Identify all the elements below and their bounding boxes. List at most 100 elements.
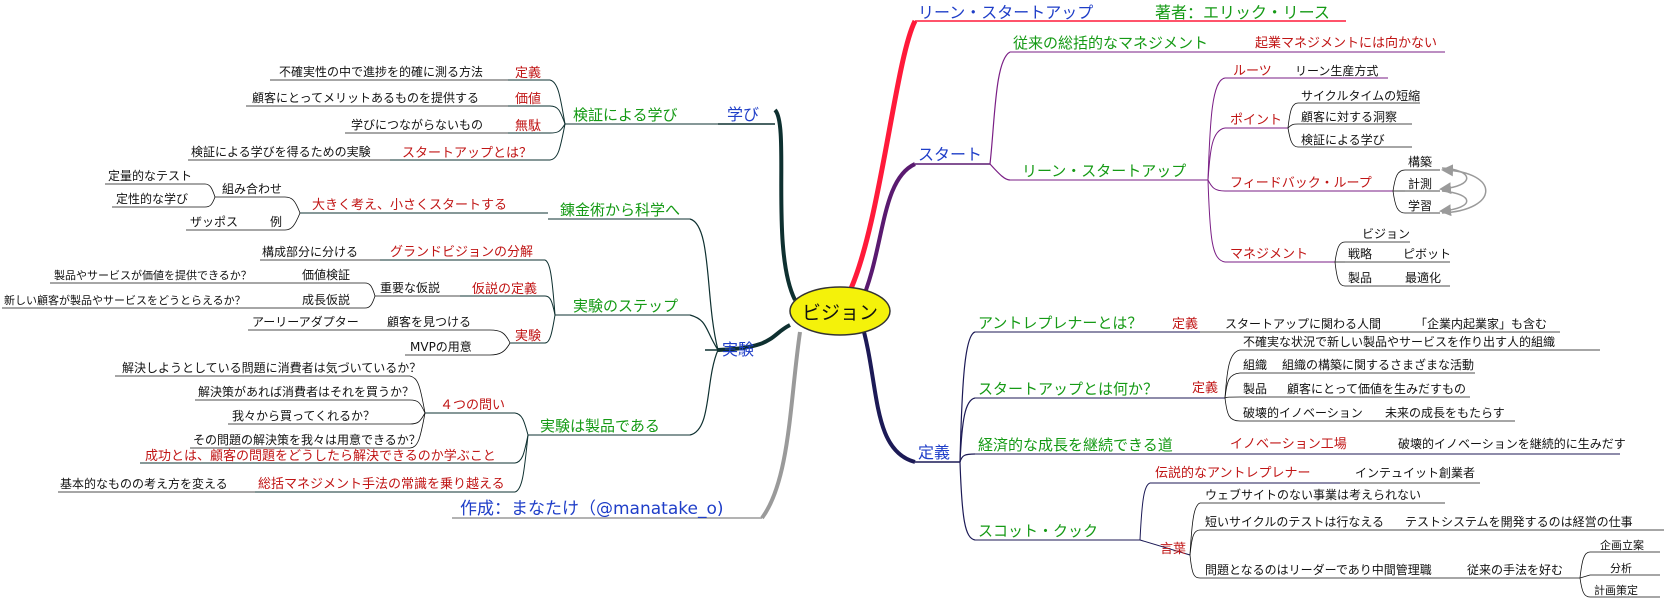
branch-experiment: 実験 錬金術から科学へ 大きく考え、小さくスタートする 組み合わせ 定量的なテス… [2,168,754,493]
entrepreneur-def: 定義 [1172,316,1198,332]
steps-value-h: 価値検証 [302,267,350,282]
management-vision: ビジョン [1362,227,1410,241]
lean-label[interactable]: リーン・スタートアップ [1022,162,1186,180]
steps-hypothesis: 仮説の定義 [472,281,537,297]
cook-quote: 言葉 [1160,542,1186,557]
growth-label[interactable]: 経済的な成長を継続できる道 [978,436,1173,454]
steps-important: 重要な仮説 [380,280,440,295]
product-label[interactable]: 実験は製品である [540,417,660,435]
steps-growth-h: 成長仮説 [302,292,350,307]
product-basic: 基本的なものの考え方を変える [60,476,228,491]
point-item: 検証による学び [1301,132,1385,147]
alchemy-think: 大きく考え、小さくスタートする [312,198,507,213]
branch-definition: 定義 アントレプレナーとは？ 定義 スタートアップに関わる人間 「企業内起業家」… [915,314,1664,598]
steps-exp: 実験 [515,328,541,344]
steps-growth-q: 新しい顧客が製品やサービスをどうとらえるか？ [4,293,246,307]
feedback-item: 学習 [1408,198,1432,213]
product-q: 解決策があれば消費者はそれを買うか？ [198,384,414,399]
management-strategy: 戦略 [1348,246,1372,261]
management-pivot: ピボット [1403,247,1451,261]
cook-legend-text: インテュイット創業者 [1355,466,1475,480]
management-optimize: 最適化 [1405,270,1441,285]
trunks [717,19,918,520]
product-q: その問題の解決策を我々は用意できるか？ [193,432,421,447]
startup-org: 組織 [1243,358,1267,372]
management-product: 製品 [1348,271,1372,285]
point-item: サイクルタイムの短縮 [1301,88,1420,103]
alchemy-quant: 定量的なテスト [108,168,192,183]
growth-text: 破壊的イノベーションを継続的に生みだす [1398,436,1626,451]
cook-item: 分析 [1610,561,1632,575]
point-label[interactable]: ポイント [1230,113,1282,128]
cook-quote-1: ウェブサイトのない事業は考えられない [1205,487,1421,502]
product-q: 我々から買ってくれるか？ [232,409,375,423]
center-node[interactable]: ビジョン [789,286,891,336]
steps-find: 顧客を見つける [387,314,471,329]
validated-text: 検証による学びを得るための実験 [191,144,371,159]
cook-quote-2: 短いサイクルのテストは行なえる [1205,515,1384,529]
steps-early: アーリーアダプター [252,314,359,329]
experiment-label[interactable]: 実験 [722,340,754,359]
product-success: 成功とは、顧客の問題をどうしたら解決できるのか学ぶこと [145,448,496,464]
cook-quote-3b: 従来の手法を好む [1467,563,1563,577]
feedback-item: 計測 [1408,176,1432,191]
alchemy-combine: 組み合わせ [222,181,282,196]
roots-item: リーン生産方式 [1295,63,1378,78]
steps-grand: グランドビジョンの分解 [390,245,533,260]
cook-quote-2b: テストシステムを開発するのは経営の仕事 [1405,515,1633,529]
roots-label[interactable]: ルーツ [1233,64,1272,79]
traditional-note: 起業マネジメントには向かない [1255,35,1437,51]
entrepreneur-label[interactable]: アントレプレナーとは？ [978,314,1142,332]
branch-start: スタート 従来の総括的なマネジメント 起業マネジメントには向かない リーン・スタ… [915,34,1487,287]
validated-label[interactable]: 検証による学び [573,106,678,124]
startup-text: 不確実な状況で新しい製品やサービスを作り出す人的組織 [1243,334,1555,349]
product-q: 解決しようとしている問題に消費者は気づいているか？ [122,360,421,375]
startup-innovation-text: 未来の成長をもたらす [1385,406,1505,420]
lean-book-label: リーン・スタートアップ [918,3,1093,22]
growth-factory: イノベーション工場 [1230,437,1347,452]
feedback-label[interactable]: フィードバック・ループ [1230,176,1372,191]
steps-value-q: 製品やサービスが価値を提供できるか？ [54,268,252,282]
startup-def: 定義 [1192,380,1218,396]
cook-quote-3: 問題となるのはリーダーであり中間管理職 [1205,562,1432,577]
startup-product-text: 顧客にとって価値を生みだすもの [1287,381,1466,396]
startup-label[interactable]: スタートアップとは何か？ [978,380,1158,398]
branch-lean-book[interactable]: リーン・スタートアップ 著者：エリック・リース [915,3,1346,22]
steps-label[interactable]: 実験のステップ [573,297,678,315]
traditional-label[interactable]: 従来の総括的なマネジメント [1013,34,1208,52]
validated-item: スタートアップとは？ [402,146,532,161]
credit: 作成：まなたけ（@manatake_o) [452,499,762,519]
entrepreneur-text: スタートアップに関わる人間 [1225,317,1381,331]
alchemy-example: 例 [270,215,282,229]
steps-mvp: MVPの用意 [410,339,472,354]
product-four: ４つの問い [440,398,505,413]
start-label[interactable]: スタート [918,145,982,164]
learning-label[interactable]: 学び [727,105,759,124]
cook-item: 企画立案 [1600,538,1644,552]
startup-product: 製品 [1243,382,1267,396]
validated-item: 価値 [515,91,541,107]
center-label: ビジョン [802,302,878,324]
validated-text: 顧客にとってメリットあるものを提供する [252,90,479,105]
alchemy-qual: 定性的な学び [116,191,188,206]
definition-label[interactable]: 定義 [918,443,950,462]
branch-learning: 学び 検証による学び 定義 価値 無駄 スタートアップとは？ 不確実性の中で進捗… [188,64,775,161]
lean-book-author: 著者：エリック・リース [1155,3,1330,22]
validated-item: 無駄 [515,119,541,134]
alchemy-label[interactable]: 錬金術から科学へ [560,201,680,219]
startup-innovation: 破壊的イノベーション [1243,405,1363,420]
startup-org-text: 組織の構築に関するさまざまな活動 [1282,357,1474,372]
alchemy-zappos: ザッポス [190,215,238,229]
steps-parts: 構成部分に分ける [262,244,358,259]
entrepreneur-note: 「企業内起業家」も含む [1415,316,1547,331]
cook-item: 計画策定 [1594,583,1638,597]
validated-text: 学びにつながらないもの [351,117,483,132]
cook-legend: 伝説的なアントレプレナー [1155,465,1310,481]
credit-label[interactable]: 作成：まなたけ（@manatake_o) [460,499,723,519]
cook-label[interactable]: スコット・クック [978,522,1098,540]
feedback-item: 構築 [1408,154,1432,169]
point-item: 顧客に対する洞察 [1301,109,1397,124]
management-label[interactable]: マネジメント [1230,247,1308,262]
product-overcome: 総括マネジメント手法の常識を乗り越える [258,477,505,492]
validated-item: 定義 [515,65,541,81]
